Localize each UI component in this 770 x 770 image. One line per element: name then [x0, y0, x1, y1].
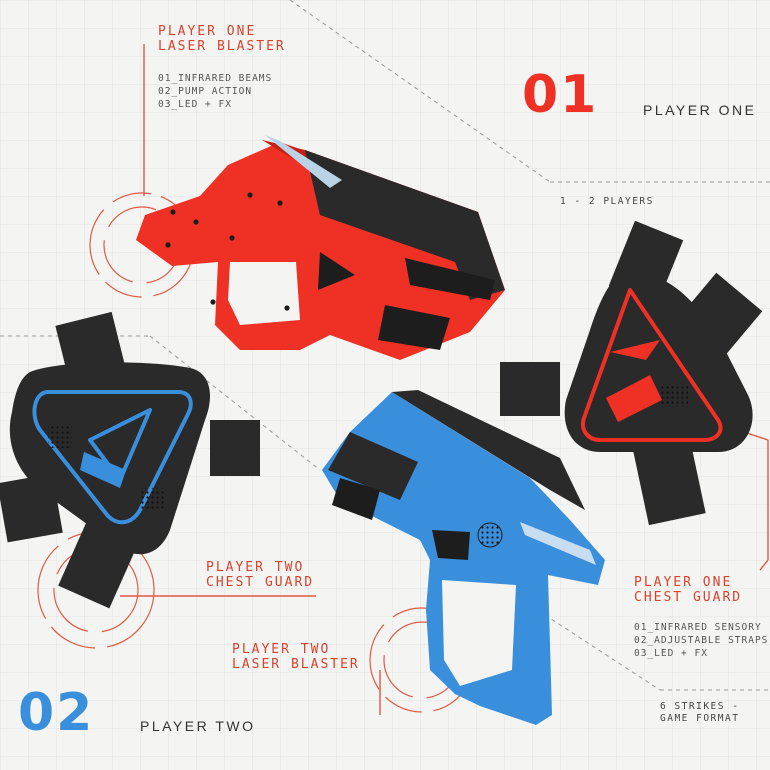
- feature-item: 01_INFRARED SENSORY: [634, 622, 762, 633]
- feature-item: 03_LED + FX: [634, 648, 708, 659]
- feature-item: 02_PUMP ACTION: [158, 86, 253, 97]
- player-one-name: PLAYER ONE: [643, 102, 757, 118]
- label-line: LASER BLASTER: [232, 657, 360, 672]
- player-two-blaster-label: PLAYER TWO LASER BLASTER: [232, 642, 360, 672]
- player-one-number-badge: 01: [522, 65, 598, 125]
- player-one-chest-label: PLAYER ONE CHEST GUARD: [634, 575, 742, 605]
- player-two-chest-label: PLAYER TWO CHEST GUARD: [206, 560, 314, 590]
- svg-text:01: 01: [522, 65, 598, 125]
- label-line: LASER BLASTER: [158, 39, 286, 54]
- red-laser-blaster-icon: [136, 135, 505, 360]
- feature-item: 03_LED + FX: [158, 99, 232, 110]
- svg-text:02: 02: [18, 683, 94, 743]
- red-chest-guard-icon: [500, 220, 763, 526]
- label-line: CHEST GUARD: [206, 575, 315, 590]
- player-one-blaster-features: 01_INFRARED BEAMS 02_PUMP ACTION 03_LED …: [158, 72, 272, 111]
- leader-lines: [120, 44, 769, 715]
- label-line: PLAYER ONE: [158, 24, 257, 39]
- game-format-line: GAME FORMAT: [660, 713, 740, 724]
- player-two-name: PLAYER TWO: [140, 718, 256, 734]
- label-line: PLAYER TWO: [232, 642, 331, 657]
- feature-item: 02_ADJUSTABLE STRAPS: [634, 635, 769, 646]
- feature-item: 01_INFRARED BEAMS: [158, 73, 273, 84]
- game-format-line: 6 STRIKES -: [660, 701, 740, 712]
- blue-laser-blaster-icon: [322, 390, 605, 725]
- game-format: 6 STRIKES - GAME FORMAT: [660, 701, 739, 725]
- label-line: PLAYER ONE: [634, 575, 733, 590]
- blue-chest-guard-icon: [0, 311, 260, 609]
- player-two-number-badge: 02: [18, 683, 94, 743]
- players-count: 1 - 2 PLAYERS: [560, 196, 654, 207]
- label-line: PLAYER TWO: [206, 560, 305, 575]
- player-one-chest-features: 01_INFRARED SENSORY 02_ADJUSTABLE STRAPS…: [634, 621, 768, 660]
- player-one-blaster-label: PLAYER ONE LASER BLASTER: [158, 24, 286, 54]
- label-line: CHEST GUARD: [634, 590, 743, 605]
